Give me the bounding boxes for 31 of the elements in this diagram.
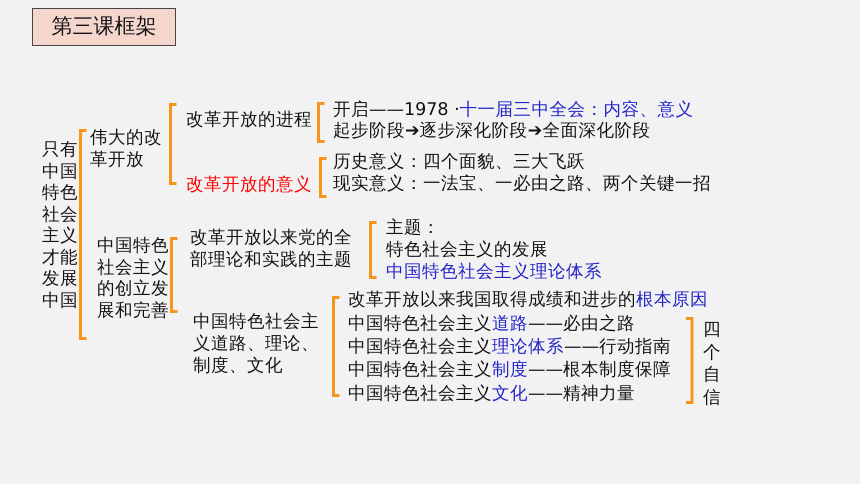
point-text: ——必由之路 (528, 314, 635, 334)
point-text: 开启——1978 · (333, 100, 460, 120)
branch-text: 中国特色社会主义的创立发展和完善 (97, 236, 170, 322)
point-text: ——精神力量 (528, 384, 635, 404)
point-text: 主题： (386, 217, 440, 239)
point-text: 历史意义：四个面貌、三大飞跃 (333, 151, 585, 173)
point-text: 道路 (492, 314, 528, 334)
point-text: ——行动指南 (564, 337, 671, 357)
point-text: 理论体系 (492, 337, 564, 357)
point-text: 中国特色社会主义理论体系 (386, 261, 602, 283)
topic-text: 只有中国特色社会主义才能发展中国 (42, 140, 79, 312)
point-text: ——根本制度保障 (528, 360, 671, 380)
point-text: 现实意义：一法宝、一必由之路、两个关键一招 (333, 173, 711, 195)
branch-text: 伟大的改革开放 (90, 127, 163, 171)
point-text: 起步阶段➔逐步深化阶段➔全面深化阶段 (333, 120, 650, 142)
summary-text: 四个自信 (703, 319, 722, 409)
point-text: 中国特色社会主义 (348, 384, 492, 404)
point-text: 根本原因 (636, 290, 708, 310)
point-text: 中国特色社会主义 (348, 337, 492, 357)
title-box: 第三课框架 (32, 8, 176, 46)
point-text: 中国特色社会主义 (348, 360, 492, 380)
subtopic-text: 中国特色社会主义道路、理论、制度、文化 (193, 311, 319, 377)
point-text: 制度 (492, 360, 528, 380)
point-text: 十一届三中全会：内容、意义 (460, 100, 694, 120)
point-text: 文化 (492, 384, 528, 404)
subtopic-text: 改革开放的进程 (186, 109, 312, 131)
subtopic-text: 改革开放的意义 (186, 174, 312, 196)
subtopic-text: 改革开放以来党的全部理论和实践的主题 (190, 227, 352, 271)
point-text: 改革开放以来我国取得成绩和进步的 (348, 290, 636, 310)
point-text: 特色社会主义的发展 (386, 239, 548, 261)
point-text: 中国特色社会主义 (348, 314, 492, 334)
